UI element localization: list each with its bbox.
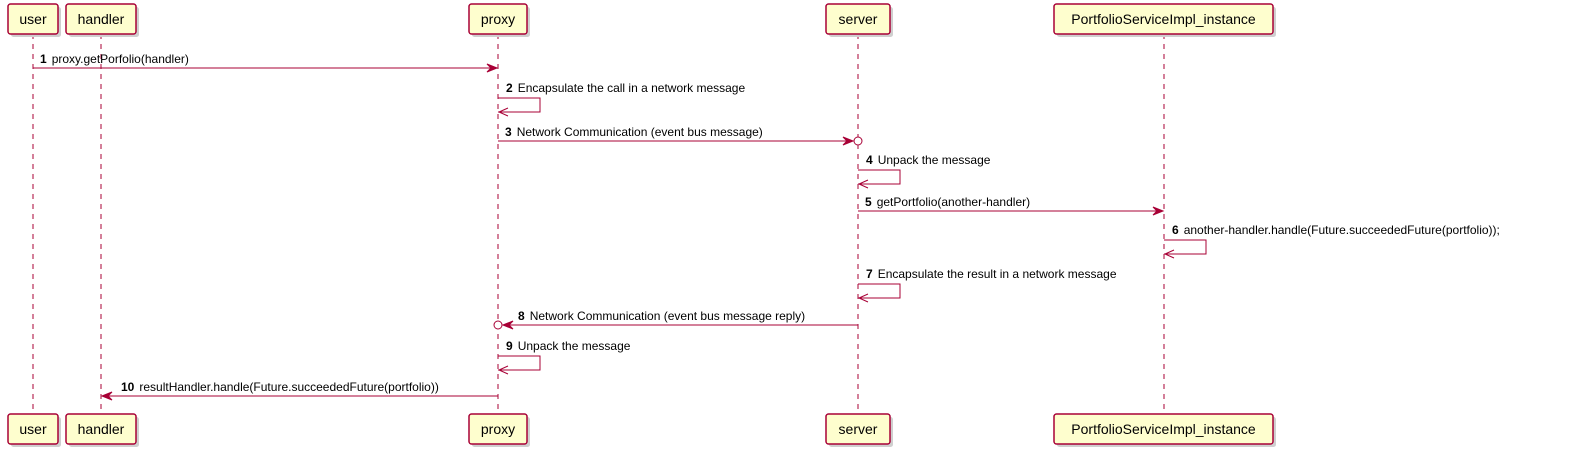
arrowhead bbox=[857, 179, 869, 189]
message-number: 6 bbox=[1172, 223, 1179, 237]
message-3: 3 Network Communication (event bus messag… bbox=[498, 125, 863, 146]
participant-server-bottom: server bbox=[825, 413, 893, 447]
message-number: 5 bbox=[865, 195, 872, 209]
participant-box bbox=[1053, 413, 1274, 445]
message-label: 8 Network Communication (event bus messag… bbox=[518, 309, 805, 323]
participant-box bbox=[7, 3, 59, 35]
message-1: 1 proxy.getPorfolio(handler) bbox=[33, 52, 499, 73]
participant-label: user bbox=[19, 421, 47, 437]
message-text: Unpack the message bbox=[878, 153, 991, 167]
message-number: 7 bbox=[866, 267, 873, 281]
arrowhead bbox=[842, 136, 855, 146]
message-5: 5 getPortfolio(another-handler) bbox=[858, 195, 1165, 216]
participant-label: handler bbox=[78, 421, 125, 437]
message-2: 2 Encapsulate the call in a network messa… bbox=[497, 81, 745, 117]
message-text: resultHandler.handle(Future.succeededFut… bbox=[139, 380, 439, 394]
message-text: Network Communication (event bus message… bbox=[517, 125, 763, 139]
participant-label: PortfolioServiceImpl_instance bbox=[1071, 421, 1256, 437]
message-label: 9 Unpack the message bbox=[506, 339, 631, 353]
message-number: 1 bbox=[40, 52, 47, 66]
participant-handler-top: handler bbox=[65, 3, 139, 37]
message-text: another-handler.handle(Future.succeededF… bbox=[1184, 223, 1500, 237]
message-label: 2 Encapsulate the call in a network messa… bbox=[506, 81, 745, 95]
async-circle bbox=[853, 136, 863, 146]
message-line bbox=[498, 355, 541, 371]
participant-user-top: user bbox=[7, 3, 61, 37]
message-8: 8 Network Communication (event bus messag… bbox=[493, 309, 858, 330]
participant-label: user bbox=[19, 11, 47, 27]
message-7: 7 Encapsulate the result in a network mes… bbox=[857, 267, 1117, 303]
message-line bbox=[858, 283, 901, 299]
message-label: 10 resultHandler.handle(Future.succeededF… bbox=[121, 380, 439, 394]
arrowhead bbox=[497, 365, 509, 375]
message-line bbox=[1164, 239, 1207, 255]
arrowhead bbox=[501, 320, 514, 330]
participant-box bbox=[1053, 3, 1274, 35]
participant-server-top: server bbox=[825, 3, 893, 37]
participant-box bbox=[468, 413, 528, 445]
message-label: 6 another-handler.handle(Future.succeeded… bbox=[1172, 223, 1500, 237]
message-text: Unpack the message bbox=[518, 339, 631, 353]
participant-proxy-top: proxy bbox=[468, 3, 530, 37]
message-text: Encapsulate the result in a network mess… bbox=[878, 267, 1117, 281]
message-line bbox=[498, 97, 541, 113]
message-number: 9 bbox=[506, 339, 513, 353]
message-label: 1 proxy.getPorfolio(handler) bbox=[40, 52, 189, 66]
message-text: Network Communication (event bus message… bbox=[530, 309, 805, 323]
participant-label: proxy bbox=[481, 11, 515, 27]
message-label: 5 getPortfolio(another-handler) bbox=[865, 195, 1030, 209]
participant-user-bottom: user bbox=[7, 413, 61, 447]
participant-proxy-bottom: proxy bbox=[468, 413, 530, 447]
message-number: 4 bbox=[866, 153, 873, 167]
participant-label: PortfolioServiceImpl_instance bbox=[1071, 11, 1256, 27]
participant-box bbox=[825, 413, 891, 445]
message-number: 8 bbox=[518, 309, 525, 323]
participant-handler-bottom: handler bbox=[65, 413, 139, 447]
arrowhead bbox=[1152, 206, 1165, 216]
arrowhead bbox=[1163, 249, 1175, 259]
arrowhead bbox=[486, 63, 499, 73]
message-text: getPortfolio(another-handler) bbox=[877, 195, 1030, 209]
message-label: 7 Encapsulate the result in a network mes… bbox=[866, 267, 1117, 281]
message-number: 3 bbox=[505, 125, 512, 139]
message-number: 2 bbox=[506, 81, 513, 95]
message-line bbox=[858, 169, 901, 185]
participant-box bbox=[825, 3, 891, 35]
message-6: 6 another-handler.handle(Future.succeeded… bbox=[1163, 223, 1500, 259]
message-4: 4 Unpack the message bbox=[857, 153, 991, 189]
participant-label: server bbox=[839, 421, 878, 437]
arrowhead bbox=[857, 293, 869, 303]
async-circle bbox=[493, 320, 503, 330]
participant-label: server bbox=[839, 11, 878, 27]
message-9: 9 Unpack the message bbox=[497, 339, 631, 375]
participant-box bbox=[468, 3, 528, 35]
participant-box bbox=[7, 413, 59, 445]
message-text: proxy.getPorfolio(handler) bbox=[52, 52, 189, 66]
message-10: 10 resultHandler.handle(Future.succeededF… bbox=[100, 380, 498, 401]
participant-impl-top: PortfolioServiceImpl_instance bbox=[1053, 3, 1276, 37]
arrowhead bbox=[100, 391, 113, 401]
message-label: 3 Network Communication (event bus messag… bbox=[505, 125, 763, 139]
participant-label: proxy bbox=[481, 421, 515, 437]
participant-label: handler bbox=[78, 11, 125, 27]
participant-box bbox=[65, 413, 137, 445]
message-label: 4 Unpack the message bbox=[866, 153, 991, 167]
participant-impl-bottom: PortfolioServiceImpl_instance bbox=[1053, 413, 1276, 447]
message-number: 10 bbox=[121, 380, 135, 394]
participant-box bbox=[65, 3, 137, 35]
arrowhead bbox=[497, 107, 509, 117]
message-text: Encapsulate the call in a network messag… bbox=[518, 81, 746, 95]
